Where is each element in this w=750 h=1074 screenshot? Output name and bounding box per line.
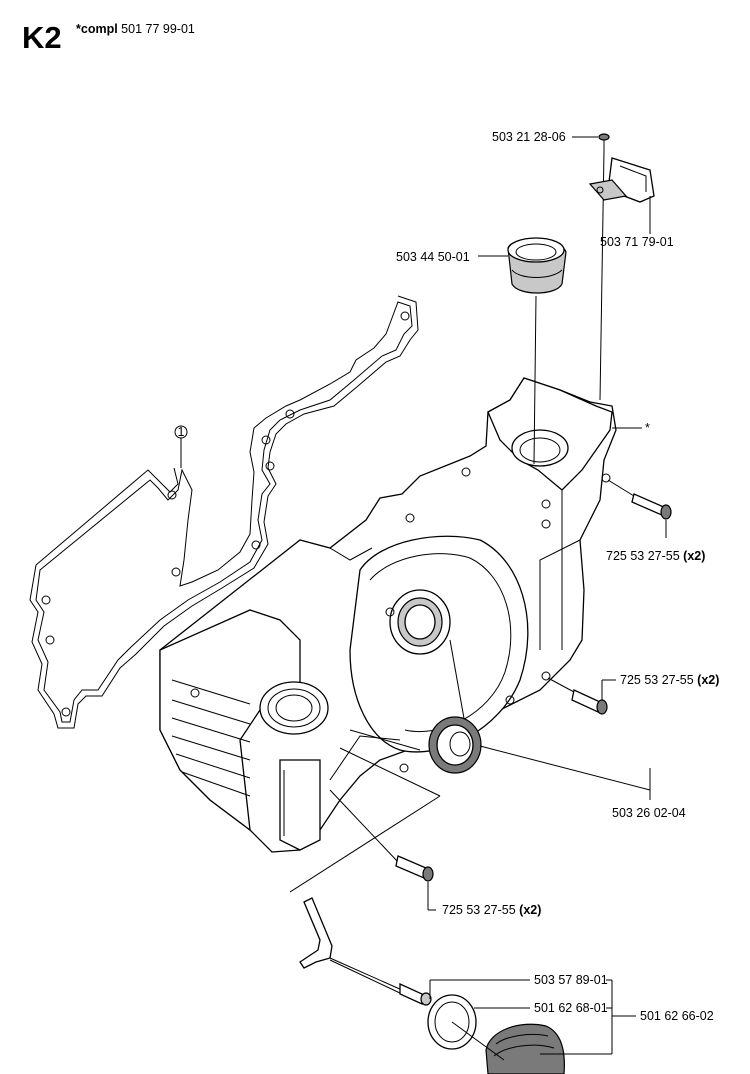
assembly-part-number: 501 77 99-01 <box>121 22 195 36</box>
callout-seal: 503 26 02-04 <box>612 806 686 820</box>
intake-boot <box>507 237 567 294</box>
oil-pump-pin <box>399 982 432 1006</box>
callout-screw-right-1: 725 53 27-55 (x2) <box>606 549 705 563</box>
crankcase <box>159 377 617 853</box>
oil-pump-housing <box>485 1023 565 1074</box>
callout-screw-right-2: 725 53 27-55 (x2) <box>620 673 719 687</box>
callout-intake-boot: 503 44 50-01 <box>396 250 470 264</box>
oil-seal <box>428 716 482 774</box>
screw-bottom <box>395 855 434 882</box>
oil-pump-rod <box>299 897 403 995</box>
screw-top <box>598 133 610 150</box>
gasket-marker-number: 1 <box>178 425 185 439</box>
callout-asterisk: * <box>645 421 650 435</box>
callout-impulse-block: 503 71 79-01 <box>600 235 674 249</box>
callout-oil-pump-2: 501 62 68-01 <box>534 1001 608 1015</box>
screw-right-1 <box>631 493 672 520</box>
assembly-number: *compl 501 77 99-01 <box>76 22 195 36</box>
crankcase-gasket <box>29 295 419 729</box>
callout-oil-pump-group: 501 62 66-02 <box>640 1009 714 1023</box>
callout-oil-pump-1: 503 57 89-01 <box>534 973 608 987</box>
callout-screw-bottom: 725 53 27-55 (x2) <box>442 903 541 917</box>
screw-right-2 <box>571 689 608 715</box>
callout-screw-top: 503 21 28-06 <box>492 130 566 144</box>
impulse-block <box>588 157 655 203</box>
assembly-label: *compl <box>76 22 118 36</box>
page-title: K2 <box>22 20 62 55</box>
gasket-marker: 1 <box>174 425 188 468</box>
